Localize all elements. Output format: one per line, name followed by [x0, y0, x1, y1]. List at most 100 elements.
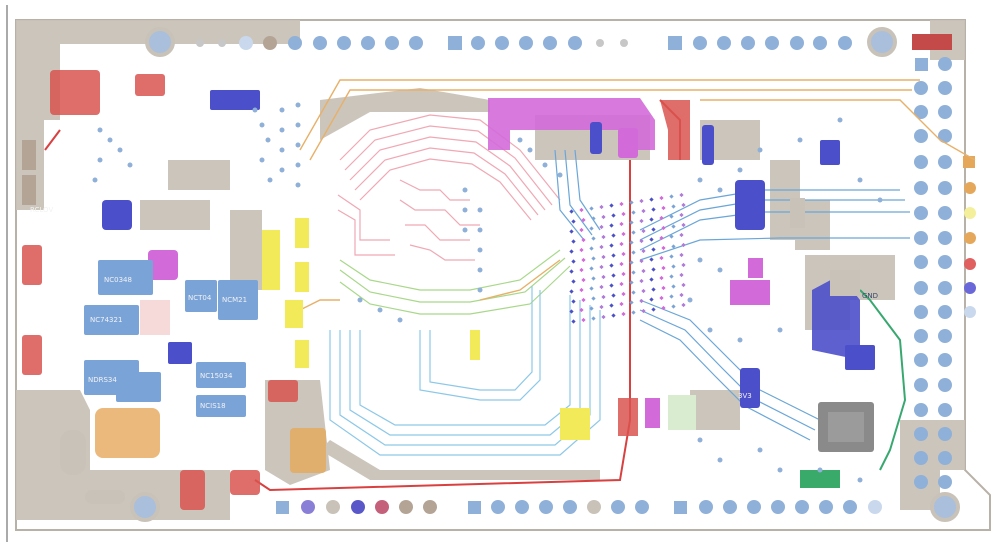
via	[797, 137, 803, 143]
bga-dot	[601, 214, 606, 220]
bga-dot	[671, 264, 676, 269]
bga-dot	[579, 207, 584, 213]
via	[462, 227, 468, 233]
bga-dot	[621, 231, 626, 237]
via	[697, 177, 703, 183]
via	[477, 267, 483, 273]
bga-dot	[579, 227, 584, 233]
via	[557, 172, 563, 178]
via	[737, 167, 743, 173]
via	[737, 337, 743, 343]
bga-dot	[661, 305, 666, 311]
bga-dot	[571, 259, 576, 264]
bga-dot	[609, 283, 614, 288]
via	[259, 157, 265, 163]
bga-dot	[629, 300, 634, 305]
via	[127, 162, 133, 168]
bga-dot	[599, 264, 604, 270]
bga-dot	[679, 192, 684, 198]
silkscreen-labels: NC0348 NC74321 NDRS34 NCT04 NCM21 NC1503…	[30, 206, 878, 410]
bga-dot	[639, 298, 644, 304]
bga-dot	[619, 241, 624, 247]
bga-dot	[619, 261, 624, 267]
via	[295, 122, 301, 128]
bga-dot	[619, 221, 624, 227]
bga-dot	[609, 223, 614, 228]
label-ic-5: NCM21	[222, 296, 247, 304]
bga-dot	[649, 237, 654, 242]
bga-dot	[659, 235, 664, 241]
bga-dot	[581, 277, 586, 283]
bga-dot	[591, 236, 596, 241]
pink-trace-bundle	[337, 114, 561, 261]
bga-dot	[669, 294, 674, 299]
bga-dot	[599, 244, 604, 250]
bga-dot	[639, 258, 644, 264]
bga-dot	[669, 194, 674, 199]
via	[817, 467, 823, 473]
via	[717, 187, 723, 193]
bga-dot	[629, 260, 634, 265]
via	[517, 137, 523, 143]
via	[97, 127, 103, 133]
bga-dot	[569, 229, 574, 234]
bga-dot	[591, 276, 596, 281]
label-ic-6: NC15034	[200, 372, 233, 380]
bga-dot	[631, 290, 636, 295]
bga-dot	[641, 208, 646, 214]
via	[117, 147, 123, 153]
side-header-pads	[963, 156, 976, 318]
bga-dot	[649, 217, 654, 222]
via	[462, 187, 468, 193]
via	[279, 127, 285, 133]
bga-dot	[621, 311, 626, 317]
bga-dot	[621, 211, 626, 217]
bga-dot	[589, 206, 594, 211]
bga-dot	[619, 201, 624, 207]
bga-dot	[589, 246, 594, 251]
via	[357, 297, 363, 303]
bga-dot	[671, 204, 676, 209]
bga-dot	[669, 274, 674, 279]
bga-dot	[619, 301, 624, 307]
label-ic-2: NC74321	[90, 316, 122, 324]
via	[295, 142, 301, 148]
via	[259, 122, 265, 128]
bga-dot	[569, 269, 574, 274]
via	[857, 477, 863, 483]
label-ic-3: NDRS34	[88, 376, 117, 384]
bga-dot	[569, 209, 574, 214]
bga-dot	[609, 203, 614, 208]
bga-dot	[629, 280, 634, 285]
bga-dot	[649, 197, 654, 202]
via	[295, 102, 301, 108]
bga-dot	[651, 247, 656, 252]
bga-dot	[571, 319, 576, 324]
label-ic-7: NCIS18	[200, 402, 226, 410]
bga-dot	[631, 230, 636, 235]
bga-dot	[579, 307, 584, 313]
bga-dot	[641, 288, 646, 294]
bga-dot	[601, 254, 606, 260]
bga-dot	[569, 309, 574, 314]
via	[279, 147, 285, 153]
via	[267, 177, 273, 183]
bga-dot	[669, 254, 674, 259]
green-trace-right	[859, 289, 907, 471]
label-gnd: GND	[862, 292, 878, 300]
header-top-pads	[145, 27, 952, 57]
bga-dot	[609, 303, 614, 308]
via	[857, 177, 863, 183]
via	[477, 247, 483, 253]
bga-dot	[611, 273, 616, 278]
bga-dot	[611, 253, 616, 258]
via	[697, 437, 703, 443]
bga-dot	[639, 278, 644, 284]
bga-dot	[651, 227, 656, 232]
bga-dot	[681, 282, 686, 288]
label-ic-1: NC0348	[104, 276, 132, 284]
bga-dot	[629, 200, 634, 205]
yellow-components	[262, 218, 590, 440]
bga-dot	[619, 281, 624, 287]
